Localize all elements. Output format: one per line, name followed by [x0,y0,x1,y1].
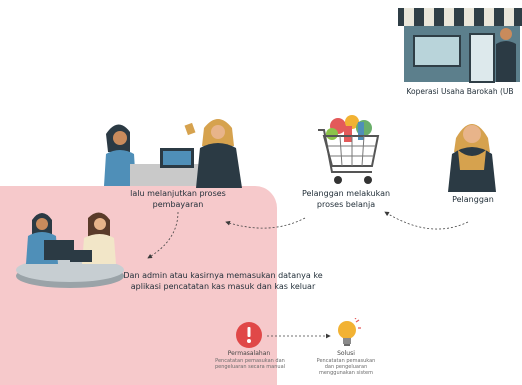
problem-desc: Pencatatan pemasukan dan pengeluaran sec… [214,358,286,370]
arrow-payment-to-admin [147,211,179,259]
storefront-icon [398,8,522,83]
admin-scene [16,212,124,288]
lightbulb-icon [338,318,361,346]
solution-desc: Pencatatan pemasukan dan pengeluaran men… [316,358,376,376]
alert-icon [236,322,262,348]
shopping-cart-icon [318,115,380,184]
step-admin-label: Dan admin atau kasirnya memasukan datany… [123,271,323,291]
step-shopping-label: Pelanggan melakukan proses belanja [301,189,391,209]
arrow-customer-to-shopping [384,211,469,230]
solution-title: Solusi [337,350,355,357]
payment-scene [104,119,242,188]
arrow-shopping-to-payment [225,217,306,229]
customer-figure [448,124,496,192]
problem-title: Permasalahan [227,350,271,357]
store-label: Koperasi Usaha Barokah (UB [406,87,514,96]
step-customer-label: Pelanggan [452,195,494,204]
step-payment-label: lalu melanjutkan proses pembayaran [130,189,226,209]
